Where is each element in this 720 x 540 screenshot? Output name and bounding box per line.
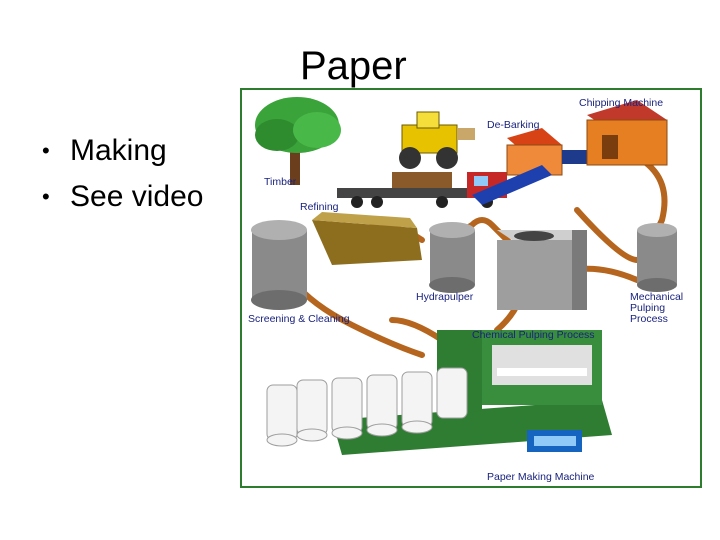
- paper-machine-icon: [332, 330, 612, 455]
- tree-icon: [255, 97, 341, 185]
- bullet-icon: •: [42, 138, 50, 163]
- bullet-item: • Making: [40, 128, 203, 174]
- label-mechanical-line1: Mechanical: [630, 291, 683, 303]
- slide-title: Paper: [300, 44, 407, 88]
- bullet-item: • See video: [40, 174, 203, 220]
- label-paper-making-machine: Paper Making Machine: [487, 471, 595, 483]
- diagram-canvas: Chipping Machine De-Barking Timber Refin…: [248, 97, 683, 483]
- bullet-list: • Making • See video: [40, 128, 203, 220]
- label-mechanical-line2: Pulping: [630, 302, 665, 314]
- loader-icon: [399, 111, 475, 169]
- paper-rolls-icon: [266, 367, 468, 447]
- hydrapulper-tank-icon: [429, 222, 475, 293]
- label-mechanical-line3: Process: [630, 313, 668, 325]
- chipping-machine-icon: [586, 100, 668, 166]
- refiner-icon: [312, 212, 422, 265]
- label-chipping-machine: Chipping Machine: [579, 97, 663, 109]
- bullet-text: See video: [70, 180, 204, 213]
- label-screening-cleaning: Screening & Cleaning: [248, 313, 350, 325]
- bullet-icon: •: [42, 184, 50, 209]
- mechanical-pulper-tank-icon: [637, 223, 677, 292]
- label-refining: Refining: [300, 201, 339, 213]
- conveyor-icon: [472, 165, 552, 205]
- chemical-pulper-icon: [497, 230, 587, 310]
- label-de-barking: De-Barking: [487, 119, 540, 131]
- screening-tank-icon: [251, 220, 307, 310]
- label-hydrapulper: Hydrapulper: [416, 291, 474, 303]
- label-chemical-pulping: Chemical Pulping Process: [472, 329, 595, 341]
- debarking-shed-icon: [506, 128, 607, 176]
- paper-process-diagram: Chipping Machine De-Barking Timber Refin…: [240, 88, 702, 488]
- bullet-text: Making: [70, 134, 167, 167]
- label-timber: Timber: [264, 176, 297, 188]
